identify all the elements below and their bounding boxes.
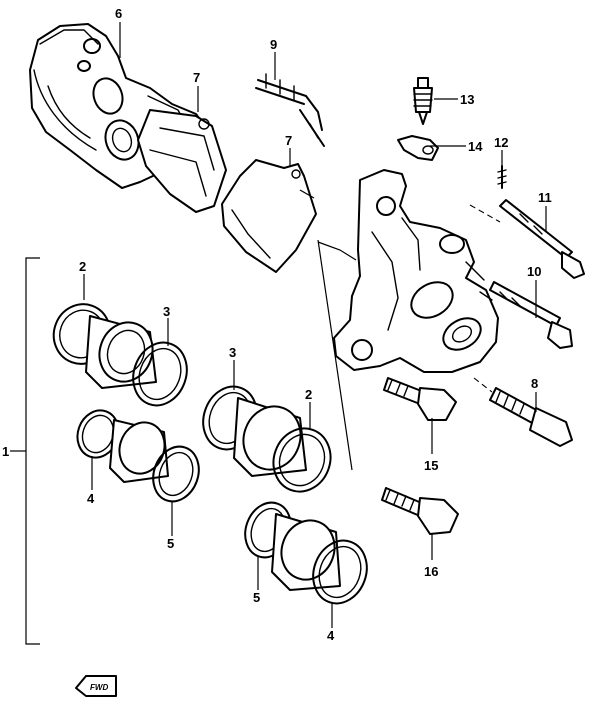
group-bracket-1 (10, 257, 40, 645)
callout-8: 8 (531, 376, 538, 391)
leader-lines (83, 22, 547, 628)
callout-12: 12 (494, 135, 508, 150)
assembly-lines (299, 189, 501, 471)
callout-2-left: 2 (79, 259, 86, 274)
callout-3-left: 3 (163, 304, 170, 319)
callout-13: 13 (460, 92, 474, 107)
pad-pin (497, 165, 507, 189)
callout-7-lower: 7 (285, 133, 292, 148)
callout-labels: 1 2 2 3 3 4 4 5 5 6 7 7 8 9 10 11 12 13 … (2, 6, 552, 643)
mounting-bolt-15 (383, 377, 457, 421)
callout-10: 10 (527, 264, 541, 279)
callout-11: 11 (538, 190, 552, 205)
brake-pad-lower (221, 159, 317, 273)
callout-16: 16 (424, 564, 438, 579)
callout-6: 6 (115, 6, 122, 21)
callout-2-right: 2 (305, 387, 312, 402)
callout-15: 15 (424, 458, 438, 473)
callout-3-right: 3 (229, 345, 236, 360)
callout-1: 1 (2, 444, 9, 459)
callout-4-bottom: 4 (327, 628, 335, 643)
callout-4-left: 4 (87, 491, 95, 506)
bleeder-cap (397, 135, 439, 161)
front-marker-label: FWD (90, 683, 108, 692)
callout-9: 9 (270, 37, 277, 52)
caliper-body-right (333, 169, 499, 373)
callout-14: 14 (468, 139, 483, 154)
seal-and-piston-group (52, 303, 368, 605)
pin-bolt (489, 281, 573, 349)
callout-7-upper: 7 (193, 70, 200, 85)
pad-spring (255, 73, 325, 147)
brake-pad-upper (137, 109, 227, 213)
callout-5-left: 5 (167, 536, 174, 551)
front-direction-marker: FWD (75, 675, 117, 697)
callout-5-bottom: 5 (253, 590, 260, 605)
bleeder-valve (413, 77, 433, 125)
long-bolt (499, 199, 585, 279)
mounting-bolt-16 (381, 487, 459, 535)
mounting-bolt-8 (489, 387, 573, 447)
